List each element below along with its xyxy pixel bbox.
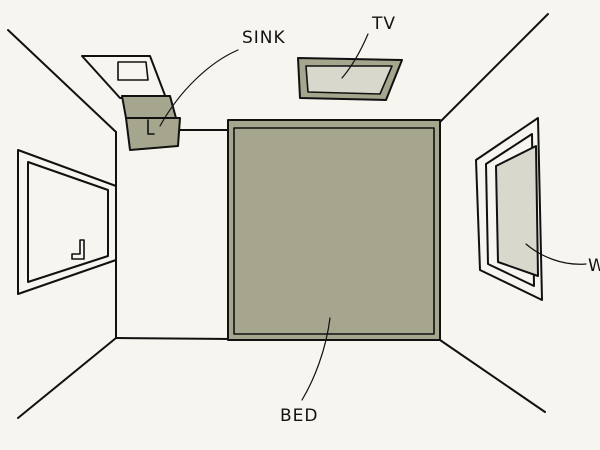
right-window-glass	[495, 145, 539, 277]
right-window	[475, 117, 543, 301]
back-wall-bottom-edge	[115, 337, 233, 340]
window-latch-icon	[71, 239, 85, 260]
bed-leader-line	[301, 317, 331, 401]
sink-label: SINK	[242, 28, 286, 48]
floor-left-diagonal	[17, 337, 117, 419]
left-window	[17, 149, 117, 295]
sink-unit	[81, 55, 181, 151]
window-label: W	[588, 256, 600, 276]
ceiling-left-diagonal	[7, 29, 117, 133]
tv-label: TV	[372, 14, 397, 34]
ceiling-right-diagonal	[439, 13, 549, 123]
sink-leader-line	[159, 49, 239, 127]
window-leader-line	[525, 243, 587, 265]
label-leaders	[159, 33, 587, 401]
faucet-icon	[147, 119, 155, 135]
tv-leader-line	[341, 33, 369, 79]
bed-label: BED	[280, 406, 319, 426]
tv-unit	[297, 57, 403, 101]
floor-right-diagonal	[439, 339, 546, 413]
bed	[227, 119, 441, 341]
